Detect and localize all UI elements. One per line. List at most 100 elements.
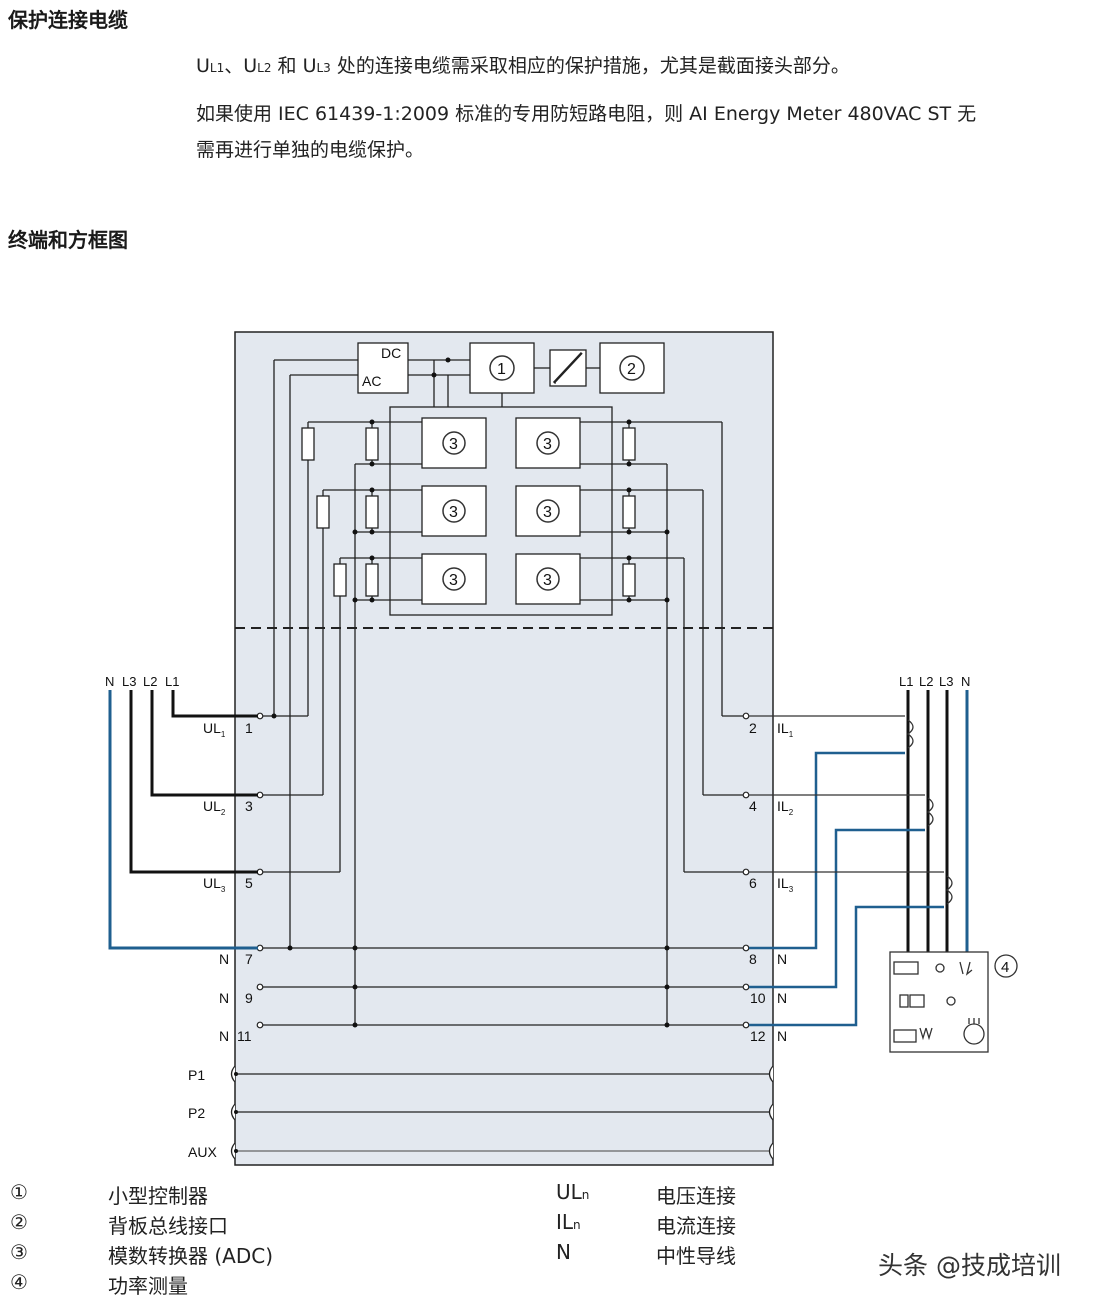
cable-protection-paragraph-1: UL1、UL2 和 UL3 处的连接电缆需采取相应的保护措施，尤其是截面接头部分… — [196, 52, 1101, 82]
adc-block — [515, 553, 581, 605]
subscript: L1 — [209, 61, 225, 75]
adc-block — [421, 417, 487, 469]
power-measurement-box — [889, 951, 1018, 1053]
adc-block — [515, 485, 581, 537]
legend-mark-1: ① — [10, 1180, 28, 1204]
text-fragment: U — [196, 55, 210, 77]
bus-terminal-p2: P2 — [188, 1105, 205, 1121]
right-terminal-number: 10 — [750, 990, 766, 1006]
power-measurement-number: 4 — [1001, 959, 1009, 976]
current-connection-label: IL3 — [777, 875, 794, 894]
adc-block — [515, 417, 581, 469]
legend-mark-3: ③ — [10, 1240, 28, 1264]
left-terminal-number: 1 — [245, 720, 253, 736]
right-terminal-number: 2 — [749, 720, 757, 736]
adc-number: 3 — [543, 504, 552, 521]
resistor — [622, 427, 636, 461]
legend-mark-4: ④ — [10, 1270, 28, 1294]
right-terminal-number: 8 — [749, 951, 757, 967]
resistor — [365, 563, 379, 597]
cable-protection-paragraph-2-line-2: 需再进行单独的电缆保护。 — [196, 139, 425, 161]
left-bus-label-l3: L3 — [122, 674, 136, 689]
neutral-label: N — [777, 990, 787, 1006]
resistor — [301, 427, 315, 461]
left-terminal-number: 7 — [245, 951, 253, 967]
dc-label: DC — [381, 345, 401, 361]
adc-number: 3 — [449, 572, 458, 589]
left-terminal-number: 3 — [245, 798, 253, 814]
left-terminal-number: 11 — [237, 1028, 252, 1044]
text-fragment: 处的连接电缆需采取相应的保护措施，尤其是截面接头部分。 — [330, 55, 850, 77]
backplane-number: 2 — [627, 361, 636, 378]
watermark: 头条 @技成培训 — [878, 1251, 1061, 1280]
adc-number: 3 — [449, 436, 458, 453]
legend-text-power-measurement: 功率测量 — [108, 1274, 188, 1298]
adc-number: 3 — [449, 504, 458, 521]
dc-ac-converter-block — [357, 342, 409, 394]
section-title-terminal-block-diagram: 终端和方框图 — [8, 228, 128, 252]
voltage-connection-label: UL1 — [203, 720, 226, 739]
adc-block — [421, 553, 487, 605]
terminal-11 — [256, 1021, 264, 1029]
subscript: L2 — [257, 61, 272, 75]
bus-terminal-aux: AUX — [188, 1144, 217, 1160]
right-terminal-number: 12 — [750, 1028, 766, 1044]
terminal-6 — [742, 868, 750, 876]
neutral-label: N — [777, 1028, 787, 1044]
terminal-12 — [742, 1021, 750, 1029]
right-bus-label-n: N — [961, 674, 970, 689]
left-bus-label-l1: L1 — [165, 674, 179, 689]
current-connection-label: IL2 — [777, 798, 794, 817]
terminal-10 — [742, 983, 750, 991]
legend-text-controller: 小型控制器 — [108, 1184, 208, 1208]
adc-frame — [389, 406, 613, 616]
cable-protection-paragraph-2-line-1: 如果使用 IEC 61439-1:2009 标准的专用防短路电阻，则 AI En… — [196, 103, 977, 125]
terminal-9 — [256, 983, 264, 991]
resistor — [622, 495, 636, 529]
neutral-label: N — [219, 990, 229, 1006]
resistor — [316, 495, 330, 529]
neutral-label: N — [777, 951, 787, 967]
left-bus-label-n: N — [105, 674, 114, 689]
adc-block — [421, 485, 487, 537]
right-bus-label-l3: L3 — [939, 674, 953, 689]
terminal-3 — [256, 791, 264, 799]
legend-abbrev-uln: ULn — [556, 1180, 590, 1204]
neutral-label: N — [219, 951, 229, 967]
module-panel — [234, 331, 774, 1166]
left-terminal-number: 5 — [245, 875, 253, 891]
legend-text-adc: 模数转换器 (ADC) — [108, 1244, 274, 1268]
section-title-cable-protection: 保护连接电缆 — [8, 8, 128, 32]
text-fragment: 和 U — [271, 55, 317, 77]
resistor — [365, 427, 379, 461]
current-transformer-l3 — [945, 875, 953, 905]
legend-abbrev-iln: ILn — [556, 1210, 581, 1234]
legend-text-voltage: 电压连接 — [656, 1184, 736, 1208]
right-bus-label-l1: L1 — [899, 674, 913, 689]
terminal-2 — [742, 712, 750, 720]
legend-text-neutral: 中性导线 — [656, 1244, 736, 1268]
left-bus-label-l2: L2 — [143, 674, 157, 689]
controller-number: 1 — [497, 361, 506, 378]
terminal-7 — [256, 944, 264, 952]
left-terminal-number: 9 — [245, 990, 253, 1006]
neutral-label: N — [219, 1028, 229, 1044]
legend-text-current: 电流连接 — [656, 1214, 736, 1238]
adc-number: 3 — [543, 572, 552, 589]
terminal-5 — [256, 868, 264, 876]
current-transformer-l1 — [906, 719, 914, 749]
ac-label: AC — [362, 373, 381, 389]
current-connection-label: IL1 — [777, 720, 794, 739]
terminal-8 — [742, 944, 750, 952]
terminal-1 — [256, 712, 264, 720]
legend-mark-2: ② — [10, 1210, 28, 1234]
adc-number: 3 — [543, 436, 552, 453]
terminal-4 — [742, 791, 750, 799]
voltage-connection-label: UL3 — [203, 875, 226, 894]
current-transformer-l2 — [926, 797, 934, 827]
bus-terminal-p1: P1 — [188, 1067, 205, 1083]
right-terminal-number: 6 — [749, 875, 757, 891]
subscript: L3 — [316, 61, 331, 75]
right-terminal-number: 4 — [749, 798, 757, 814]
